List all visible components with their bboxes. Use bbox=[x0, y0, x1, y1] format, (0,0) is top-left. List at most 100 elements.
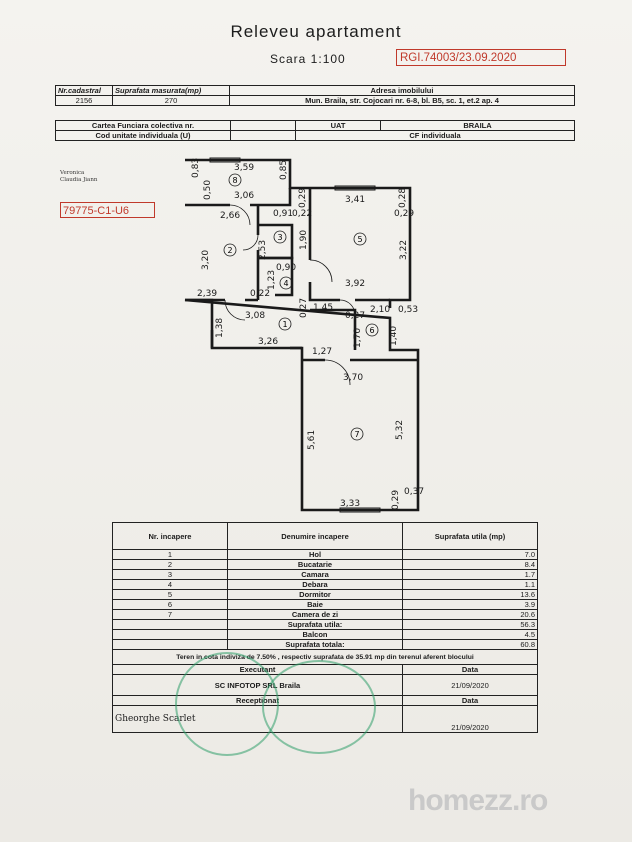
room-number-7: 7 bbox=[354, 430, 359, 439]
dim-label: 1,90 bbox=[299, 230, 309, 250]
table-row: 1 Hol 7.0 bbox=[112, 549, 538, 560]
col-cadastral: Nr.cadastral bbox=[55, 85, 113, 96]
dim-label: 0,22 bbox=[250, 289, 270, 299]
door-arcs bbox=[224, 204, 356, 386]
table-row: 5 Dormitor 13.6 bbox=[112, 589, 538, 600]
room-nr: 6 bbox=[112, 599, 228, 610]
recept-data-label: Data bbox=[402, 695, 538, 706]
room-area: 1.7 bbox=[402, 569, 538, 580]
dim-label: 0,27 bbox=[299, 298, 309, 318]
dim-label: 0,27 bbox=[345, 311, 365, 321]
room-area: 1.1 bbox=[402, 579, 538, 590]
dim-label: 3,20 bbox=[201, 250, 211, 270]
dim-label: 3,06 bbox=[234, 191, 254, 201]
room-area: 20.6 bbox=[402, 609, 538, 620]
dim-label: 2,53 bbox=[258, 240, 268, 260]
dim-label: 5,32 bbox=[395, 420, 405, 440]
dim-label: 0,85 bbox=[279, 160, 289, 180]
dim-label: 2,10 bbox=[370, 305, 390, 315]
table-row: 4 Debara 1.1 bbox=[112, 579, 538, 590]
dim-label: 1,70 bbox=[353, 328, 363, 348]
registration-box: RGI.74003/23.09.2020 bbox=[396, 49, 566, 66]
col-address: Adresa imobilului bbox=[229, 85, 575, 96]
total-label: Suprafata totala: bbox=[227, 639, 403, 650]
unit-code-box: 79775-C1-U6 bbox=[60, 202, 155, 218]
dim-label: 1,23 bbox=[267, 270, 277, 290]
exec-data-label: Data bbox=[402, 664, 538, 675]
dim-label: 3,26 bbox=[258, 337, 278, 347]
dim-label: 3,70 bbox=[343, 373, 363, 383]
room-name: Hol bbox=[227, 549, 403, 560]
col-nr-header: Nr. incapere bbox=[112, 522, 228, 550]
dim-label: 1,40 bbox=[389, 326, 399, 346]
uat-value: BRAILA bbox=[380, 120, 575, 131]
dim-label: 3,92 bbox=[345, 279, 365, 289]
col-area-header: Suprafata utila (mp) bbox=[402, 522, 538, 550]
dim-label: 0,50 bbox=[203, 180, 213, 200]
room-name: Baie bbox=[227, 599, 403, 610]
col-area: Suprafata masurata(mp) bbox=[112, 85, 230, 96]
dim-label: 0,91 bbox=[273, 209, 293, 219]
signature-1: Veronica bbox=[60, 170, 85, 176]
dim-label: 0,29 bbox=[298, 188, 308, 208]
dim-label: 0,29 bbox=[391, 490, 401, 510]
room-number-8: 8 bbox=[232, 176, 237, 185]
cf-table: Cartea Funciara colectiva nr. UAT BRAILA… bbox=[55, 120, 575, 141]
top-signatures: Veronica Claudia Jiann bbox=[60, 170, 97, 184]
cf-individuala-label: CF individuala bbox=[295, 130, 575, 141]
stamp-seal-right bbox=[262, 660, 376, 754]
balcon-spacer bbox=[112, 629, 228, 640]
room-number-4: 4 bbox=[283, 279, 288, 288]
uat-label: UAT bbox=[295, 120, 381, 131]
dim-label: 1,45 bbox=[313, 303, 333, 313]
room-number-5: 5 bbox=[357, 235, 362, 244]
dim-label: 0,29 bbox=[394, 209, 414, 219]
cod-unitate-value bbox=[230, 130, 296, 141]
dim-label: 0,37 bbox=[404, 487, 424, 497]
dim-label: 1,38 bbox=[215, 318, 225, 338]
balcon-value: 4.5 bbox=[402, 629, 538, 640]
document-title: Releveu apartament bbox=[230, 22, 402, 41]
dim-label: 2,39 bbox=[197, 289, 217, 299]
table-row: 3 Camara 1.7 bbox=[112, 569, 538, 580]
recept-date: 21/09/2020 bbox=[402, 705, 538, 733]
dim-label: 0,53 bbox=[398, 305, 418, 315]
room-nr: 4 bbox=[112, 579, 228, 590]
room-nr: 7 bbox=[112, 609, 228, 620]
watermark-logo: homezz.ro bbox=[408, 784, 548, 817]
table-row: 2 Bucatarie 8.4 bbox=[112, 559, 538, 570]
room-nr: 1 bbox=[112, 549, 228, 560]
floor-plan: 3,59 0,83 0,50 0,85 3,06 0,29 3,41 0,28 … bbox=[184, 157, 424, 513]
scale-label: Scara 1:100 bbox=[270, 52, 346, 66]
total-spacer bbox=[112, 639, 228, 650]
room-nr: 2 bbox=[112, 559, 228, 570]
room-number-2: 2 bbox=[227, 246, 232, 255]
room-name: Camara bbox=[227, 569, 403, 580]
room-area: 8.4 bbox=[402, 559, 538, 570]
dim-label: 3,41 bbox=[345, 195, 365, 205]
col-name-header: Denumire incapere bbox=[227, 522, 403, 550]
exec-date: 21/09/2020 bbox=[402, 674, 538, 696]
room-name: Debara bbox=[227, 579, 403, 590]
dim-label: 5,61 bbox=[307, 430, 317, 450]
total-value: 60.8 bbox=[402, 639, 538, 650]
signature-2: Claudia Jiann bbox=[60, 177, 98, 183]
area-value: 270 bbox=[112, 95, 230, 106]
cf-colectiv-value bbox=[230, 120, 296, 131]
room-nr: 3 bbox=[112, 569, 228, 580]
dim-label: 3,59 bbox=[234, 163, 254, 173]
dim-label: 0,28 bbox=[398, 188, 408, 208]
room-number-1: 1 bbox=[282, 320, 287, 329]
plan-dimensions: 3,59 0,83 0,50 0,85 3,06 0,29 3,41 0,28 … bbox=[191, 158, 424, 510]
room-number-3: 3 bbox=[277, 233, 282, 242]
plan-walls bbox=[184, 158, 420, 512]
room-number-6: 6 bbox=[369, 326, 374, 335]
windows bbox=[209, 157, 381, 513]
dim-label: 1,27 bbox=[312, 347, 332, 357]
cadastral-value: 2156 bbox=[55, 95, 113, 106]
room-area: 13.6 bbox=[402, 589, 538, 600]
cf-colectiv-label: Cartea Funciara colectiva nr. bbox=[55, 120, 231, 131]
dim-label: 3,22 bbox=[399, 240, 409, 260]
table-row: 6 Baie 3.9 bbox=[112, 599, 538, 610]
